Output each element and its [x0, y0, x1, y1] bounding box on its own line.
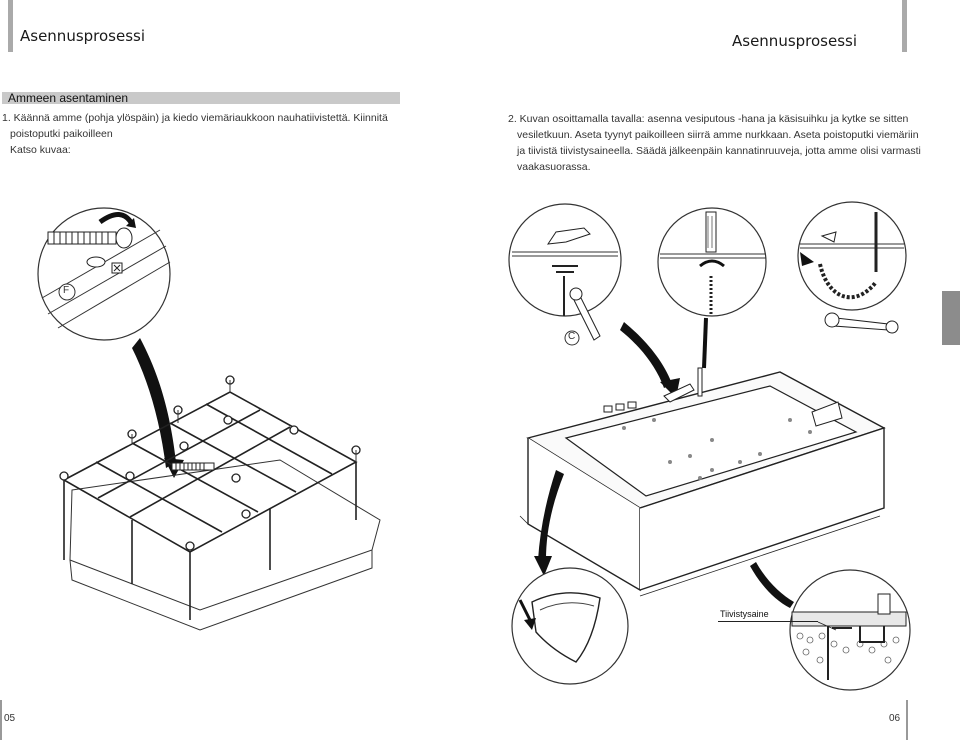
step2-text-line1: 2. Kuvan osoittamalla tavalla: asenna ve…	[508, 113, 909, 125]
callout-c-label: C	[568, 331, 576, 342]
drain-detail-circle	[37, 207, 171, 341]
down-arrow-icon	[132, 338, 176, 468]
step2-text-line2: vesiletkuun. Aseta tyynyt paikoilleen si…	[517, 129, 919, 141]
faucet-detail-circle	[508, 203, 622, 346]
hose-detail-circle	[797, 201, 907, 334]
pillow-detail-circle	[511, 567, 629, 685]
header-left-divider	[8, 0, 13, 52]
page-title-left: Asennusprosessi	[20, 27, 146, 45]
step2-text-line3: ja tiivistä tiivistysaineella. Säädä jäl…	[517, 145, 921, 157]
step2-text-line4: vaakasuorassa.	[517, 161, 591, 173]
bathtub-drawing	[519, 367, 886, 597]
page-title-right: Asennusprosessi	[732, 32, 858, 50]
wrench-icon	[569, 287, 601, 341]
handshower-detail-circle	[657, 207, 767, 317]
step1-text-line1: 1. Käännä amme (pohja ylöspäin) ja kiedo…	[2, 112, 388, 124]
footer-left-divider	[0, 700, 2, 740]
callout-f-label: F	[63, 285, 70, 296]
rotate-arrow-icon	[98, 212, 135, 226]
tub-frame-drawing	[59, 375, 381, 631]
page-number-left: 05	[4, 713, 16, 724]
page-number-right: 06	[889, 713, 901, 724]
footer-right-divider	[906, 700, 908, 740]
section-heading: Ammeen asentaminen	[8, 91, 129, 105]
drain-detail-circle-right	[789, 569, 911, 691]
section-heading-bar	[2, 92, 400, 104]
sealant-label-underline	[718, 621, 818, 622]
wrench-icon	[824, 312, 899, 334]
step1-text-line3: Katso kuvaa:	[10, 144, 71, 156]
step1-text-line2: poistoputki paikoilleen	[10, 128, 113, 140]
sealant-label: Tiivistysaine	[720, 609, 769, 619]
page-edge-tab	[942, 291, 960, 345]
header-right-divider	[902, 0, 907, 52]
